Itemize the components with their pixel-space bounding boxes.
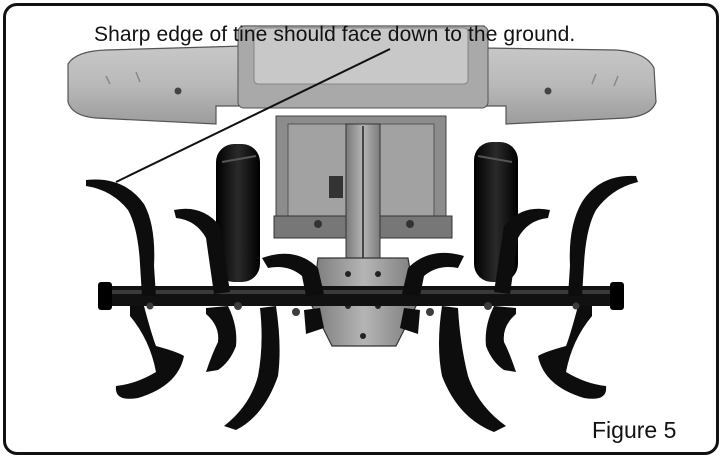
figure-label: Figure 5: [592, 417, 677, 443]
tine-axle: [98, 282, 624, 310]
callout-text: Sharp edge of tine should face down to t…: [94, 23, 576, 46]
tiller-tines-illustration: [67, 25, 657, 432]
tines-inner-right: [400, 252, 506, 432]
figure-frame: Sharp edge of tine should face down to t…: [3, 3, 719, 455]
tine-bolts: [146, 302, 580, 316]
tines-outer-left: [86, 179, 237, 399]
tines-outer-right: [485, 175, 638, 399]
callout-leader-line: [115, 48, 391, 183]
transport-wheel-left: [216, 144, 260, 282]
tine-guard: [67, 25, 657, 125]
tines-inner-left: [224, 253, 324, 430]
